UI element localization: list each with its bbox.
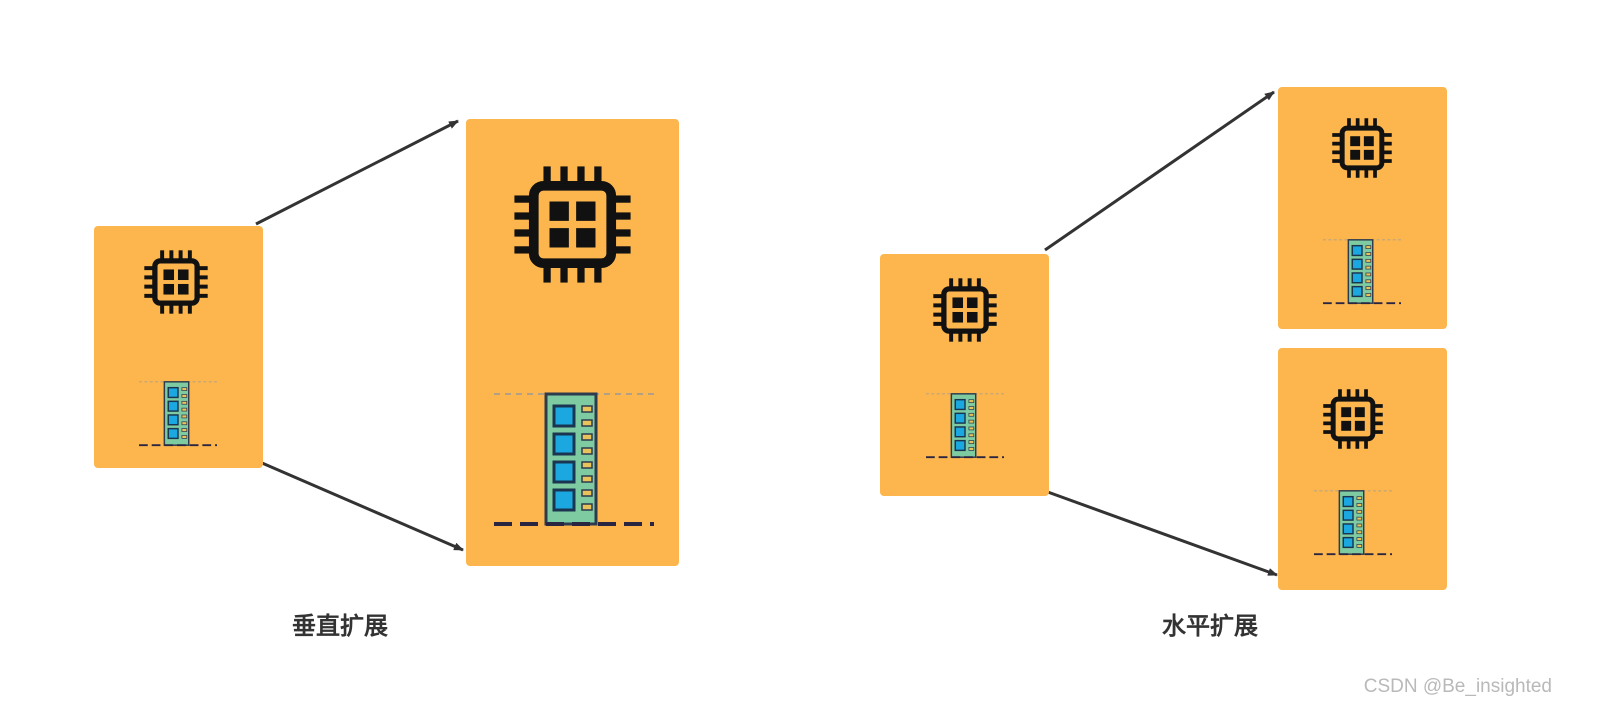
cpu-icon xyxy=(514,166,631,283)
caption-vertical-scaling: 垂直扩展 xyxy=(292,612,388,640)
cpu-icon xyxy=(1323,389,1383,449)
server-small-vertical xyxy=(94,226,263,468)
ram-icon xyxy=(494,392,654,526)
caption-horizontal-scaling: 水平扩展 xyxy=(1162,612,1258,640)
ram-icon xyxy=(926,393,1004,459)
arrow-vertical-up xyxy=(255,119,459,226)
server-large-vertical xyxy=(466,119,679,566)
cpu-icon xyxy=(1332,118,1392,178)
arrow-horizontal-up xyxy=(1044,90,1275,252)
ram-icon xyxy=(1314,490,1392,556)
arrow-vertical-down xyxy=(261,461,464,552)
ram-icon xyxy=(1323,239,1401,305)
cpu-icon xyxy=(144,250,208,314)
server-replica-bottom xyxy=(1278,348,1447,590)
watermark: CSDN @Be_insighted xyxy=(1363,676,1552,697)
server-small-horizontal xyxy=(880,254,1049,496)
cpu-icon xyxy=(933,278,997,342)
server-replica-top xyxy=(1278,87,1447,329)
ram-icon xyxy=(139,381,217,447)
arrow-horizontal-down xyxy=(1044,489,1278,577)
